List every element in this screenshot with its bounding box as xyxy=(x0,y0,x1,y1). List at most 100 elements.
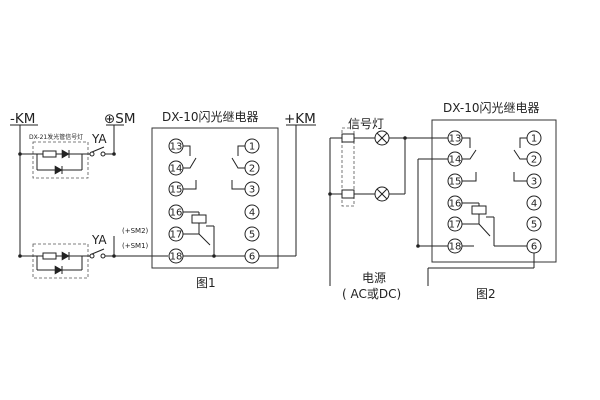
svg-text:3: 3 xyxy=(249,185,255,196)
svg-text:14: 14 xyxy=(170,164,183,175)
terminal-14: 14 xyxy=(447,151,463,167)
right-rail-label: +KM xyxy=(284,111,316,127)
terminal-3: 3 xyxy=(244,181,260,197)
terminal-14: 14 xyxy=(168,160,184,176)
lamp-resistor-icon xyxy=(341,133,355,143)
relay-coil xyxy=(191,214,207,224)
lamp-icon xyxy=(374,130,390,146)
svg-text:1: 1 xyxy=(531,134,537,145)
switch-contact xyxy=(100,151,106,157)
figure-1-caption: 图1 xyxy=(196,276,216,290)
terminal-15: 15 xyxy=(168,181,184,197)
figure-1: -KM ⊕SM +KM DX-21发光管信号灯 YA xyxy=(10,110,316,290)
switch-contact xyxy=(89,253,95,259)
terminal-5: 5 xyxy=(526,216,542,232)
switch-blade xyxy=(91,146,105,153)
svg-text:2: 2 xyxy=(249,164,255,175)
switch-contact xyxy=(89,151,95,157)
relay-coil xyxy=(471,205,487,215)
contact-13 xyxy=(462,137,471,148)
terminal-2: 2 xyxy=(244,160,260,176)
terminal-1: 1 xyxy=(244,138,260,154)
indicator-dashed-box-lower xyxy=(32,243,89,279)
resistor-icon xyxy=(42,150,57,158)
power-label: 电源 xyxy=(362,271,386,285)
figure-2: 信号灯 DX-10闪光继电器 13 14 15 16 17 18 1 2 3 4… xyxy=(328,101,557,301)
svg-text:5: 5 xyxy=(531,220,537,231)
junction-dot xyxy=(212,254,216,258)
relay-box-2 xyxy=(431,119,557,263)
terminal-5: 5 xyxy=(244,226,260,242)
terminal-6: 6 xyxy=(244,248,260,264)
terminal-13: 13 xyxy=(168,138,184,154)
sm2-label: (+SM2) xyxy=(122,227,149,235)
svg-text:3: 3 xyxy=(531,177,537,188)
junction-dot xyxy=(416,244,420,248)
diode-icon xyxy=(61,149,70,159)
indicator-label: DX-21发光管信号灯 xyxy=(29,133,83,141)
svg-text:17: 17 xyxy=(170,230,183,241)
diode-icon xyxy=(54,265,63,275)
svg-text:4: 4 xyxy=(531,199,537,210)
lamp-dashed-box xyxy=(341,127,355,207)
svg-text:4: 4 xyxy=(249,208,255,219)
svg-text:5: 5 xyxy=(249,230,255,241)
contact-14-blade xyxy=(462,149,477,160)
ya-bottom-label: YA xyxy=(91,233,107,247)
svg-text:6: 6 xyxy=(249,252,255,263)
terminal-3: 3 xyxy=(526,173,542,189)
contact-1 xyxy=(237,145,245,156)
terminal-13: 13 xyxy=(447,130,463,146)
terminal-17: 17 xyxy=(447,216,463,232)
contact-1 xyxy=(519,137,527,148)
svg-text:14: 14 xyxy=(449,155,462,166)
terminal-16: 16 xyxy=(168,204,184,220)
contact-3 xyxy=(513,172,527,182)
contact-15 xyxy=(462,172,477,182)
svg-text:15: 15 xyxy=(170,185,183,196)
relay-box xyxy=(151,127,279,269)
contact-14-blade xyxy=(183,157,197,169)
svg-text:2: 2 xyxy=(531,155,537,166)
contact-13 xyxy=(183,145,191,156)
terminal-18: 18 xyxy=(168,248,184,264)
svg-text:13: 13 xyxy=(170,142,183,153)
sm1-label: (+SM1) xyxy=(122,242,149,250)
figure-2-caption: 图2 xyxy=(476,287,496,301)
ya-top-label: YA xyxy=(91,132,107,146)
contact-3 xyxy=(231,180,245,190)
svg-text:15: 15 xyxy=(449,177,462,188)
lamp-resistor-icon xyxy=(341,189,355,199)
lamp-label: 信号灯 xyxy=(348,117,384,131)
terminal-17: 17 xyxy=(168,226,184,242)
terminal-1: 1 xyxy=(526,130,542,146)
svg-text:17: 17 xyxy=(449,220,462,231)
junction-dot xyxy=(112,152,116,156)
svg-text:13: 13 xyxy=(449,134,462,145)
terminal-15: 15 xyxy=(447,173,463,189)
indicator-dashed-box xyxy=(32,141,89,179)
terminal-4: 4 xyxy=(244,204,260,220)
resistor-icon xyxy=(42,252,57,260)
sm-label: ⊕SM xyxy=(104,111,136,127)
terminal-4: 4 xyxy=(526,195,542,211)
svg-text:18: 18 xyxy=(170,252,183,263)
terminal-2: 2 xyxy=(526,151,542,167)
relay-title: DX-10闪光继电器 xyxy=(162,110,258,124)
relay-title-2: DX-10闪光继电器 xyxy=(443,101,539,115)
power-sub-label: ( AC或DC) xyxy=(342,287,401,301)
terminal-18: 18 xyxy=(447,238,463,254)
svg-text:6: 6 xyxy=(531,242,537,253)
svg-text:18: 18 xyxy=(449,242,462,253)
diode-icon xyxy=(61,251,70,261)
terminal-16: 16 xyxy=(447,195,463,211)
junction-dot xyxy=(328,192,332,196)
lamp-icon xyxy=(374,186,390,202)
contact-blade xyxy=(198,233,211,246)
svg-text:16: 16 xyxy=(449,199,462,210)
left-rail-label: -KM xyxy=(10,111,35,127)
contact-2-blade xyxy=(231,157,245,169)
svg-text:16: 16 xyxy=(170,208,183,219)
